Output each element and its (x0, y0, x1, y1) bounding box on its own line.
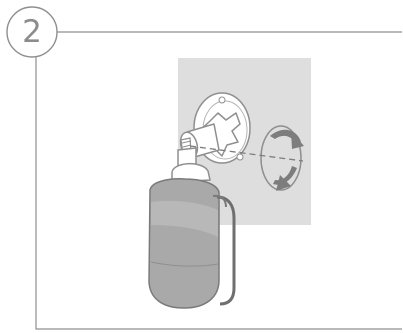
rotation-axis-line (189, 145, 304, 162)
rotation-arrows-icon (270, 129, 304, 191)
step-number: 2 (22, 13, 42, 50)
step-circle (6, 6, 58, 58)
panel-border (35, 31, 402, 330)
camera-icon (148, 147, 236, 309)
